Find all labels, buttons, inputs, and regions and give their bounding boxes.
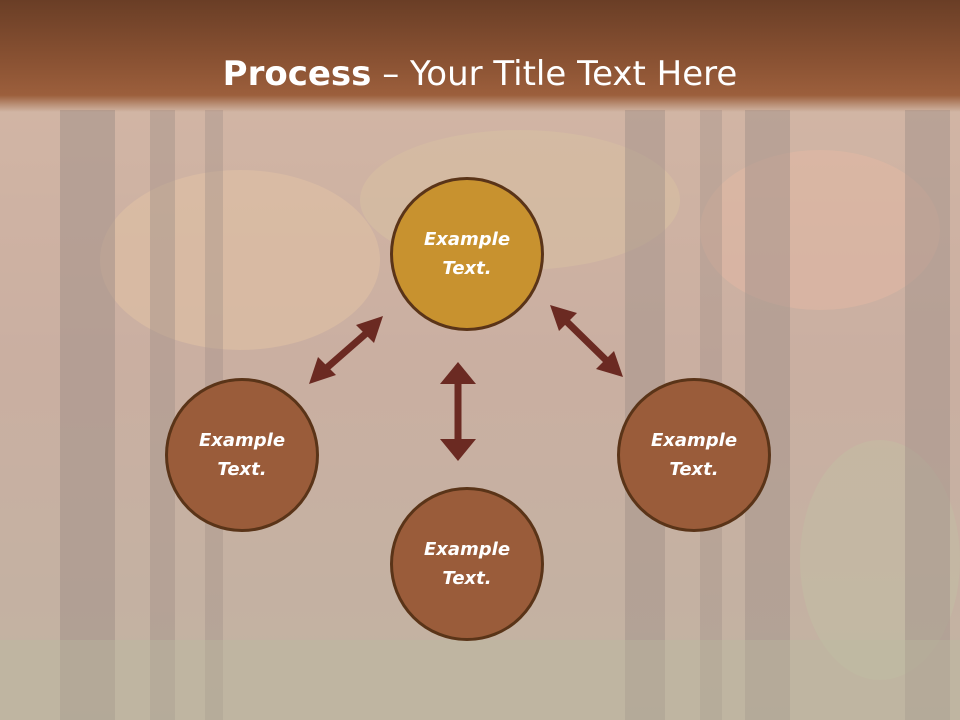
node-bottom-label: Example Text. [423,539,511,589]
node-top-label: Example Text. [423,229,511,279]
double-arrow-vertical [440,362,476,461]
process-node-bottom[interactable]: Example Text. [390,487,544,641]
process-node-top[interactable]: Example Text. [390,177,544,331]
process-node-left[interactable]: Example Text. [165,378,319,532]
title-dash: – [371,54,411,94]
node-right-label: Example Text. [650,430,738,480]
page-title: Process – Your Title Text Here [0,52,960,96]
double-arrow-left [309,316,383,384]
title-bold: Process [222,54,372,94]
title-bar [0,0,960,112]
title-rest: Your Title Text Here [410,54,738,94]
node-left-label: Example Text. [198,430,286,480]
process-node-right[interactable]: Example Text. [617,378,771,532]
double-arrow-right [550,305,623,377]
